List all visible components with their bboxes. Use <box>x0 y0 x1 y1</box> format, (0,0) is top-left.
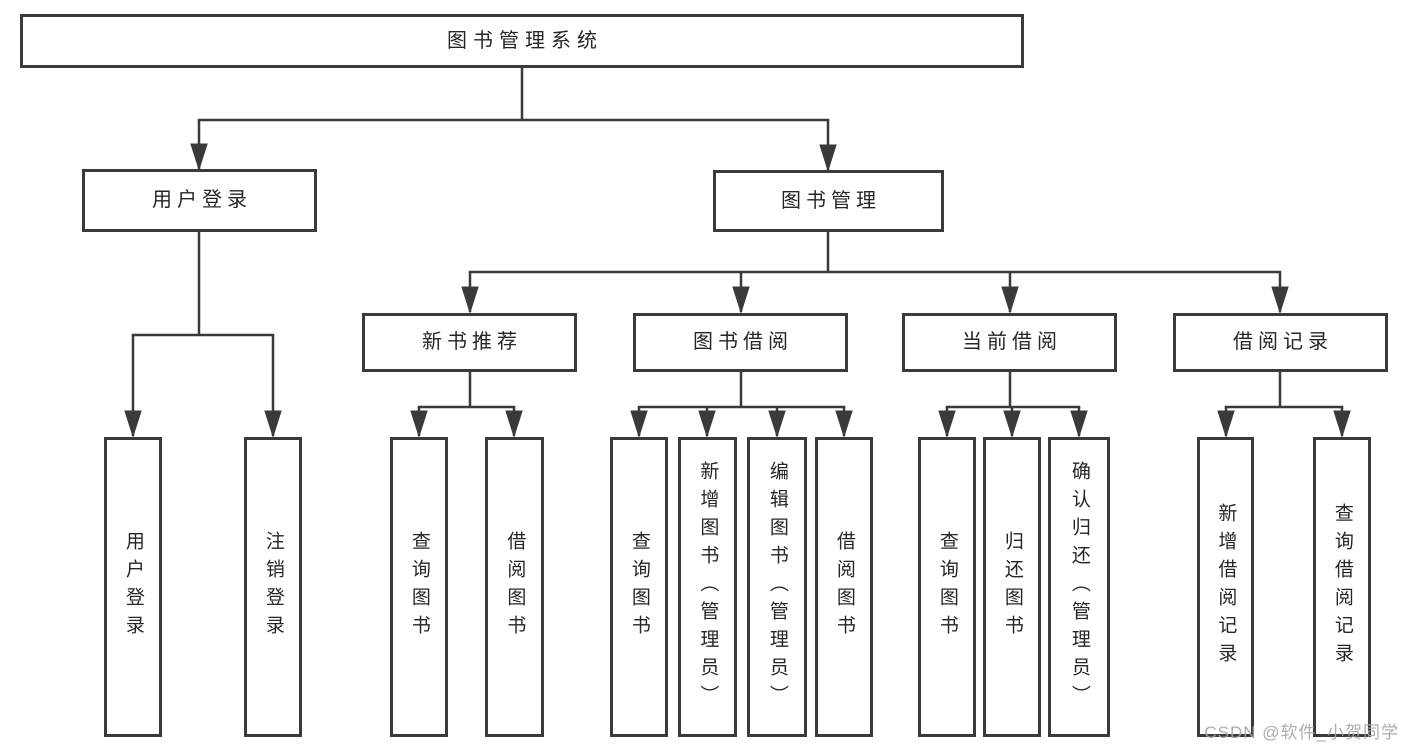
node-user-login: 用户登录 <box>82 169 317 232</box>
node-nb-borrow-books: 借阅图书 <box>485 437 544 737</box>
connector-root-branch <box>197 66 830 122</box>
node-bb-edit-books-admin: 编辑图书（管理员） <box>747 437 807 737</box>
node-cb-return-books: 归还图书 <box>983 437 1041 737</box>
connector-current-borrow-branch <box>945 370 1081 409</box>
node-current-borrow: 当前借阅 <box>902 313 1117 372</box>
node-bb-query-books: 查询图书 <box>610 437 668 737</box>
connector-new-books-branch <box>417 370 516 409</box>
connector-borrow-records-branch <box>1224 370 1344 409</box>
node-bb-add-books-admin: 新增图书（管理员） <box>678 437 737 737</box>
node-new-book-recommend: 新书推荐 <box>362 313 577 372</box>
node-cb-query-books: 查询图书 <box>918 437 976 737</box>
node-nb-query-books: 查询图书 <box>390 437 448 737</box>
node-cb-confirm-return-admin: 确认归还（管理员） <box>1048 437 1110 737</box>
node-borrow-records: 借阅记录 <box>1173 313 1388 372</box>
node-book-borrow: 图书借阅 <box>633 313 848 372</box>
node-bb-borrow-books: 借阅图书 <box>815 437 873 737</box>
node-br-query-record: 查询借阅记录 <box>1313 437 1371 737</box>
node-logout: 注销登录 <box>244 437 302 737</box>
node-user-login-action: 用户登录 <box>104 437 162 737</box>
connector-book-borrow-branch <box>637 370 846 409</box>
connector-user-login-branch <box>131 230 275 337</box>
csdn-watermark: CSDN @软件_小贺同学 <box>1204 723 1399 742</box>
node-root-system: 图书管理系统 <box>20 14 1024 68</box>
node-book-management: 图书管理 <box>713 170 944 232</box>
connector-book-mgmt-branch <box>468 230 1282 274</box>
node-br-add-record: 新增借阅记录 <box>1197 437 1254 737</box>
